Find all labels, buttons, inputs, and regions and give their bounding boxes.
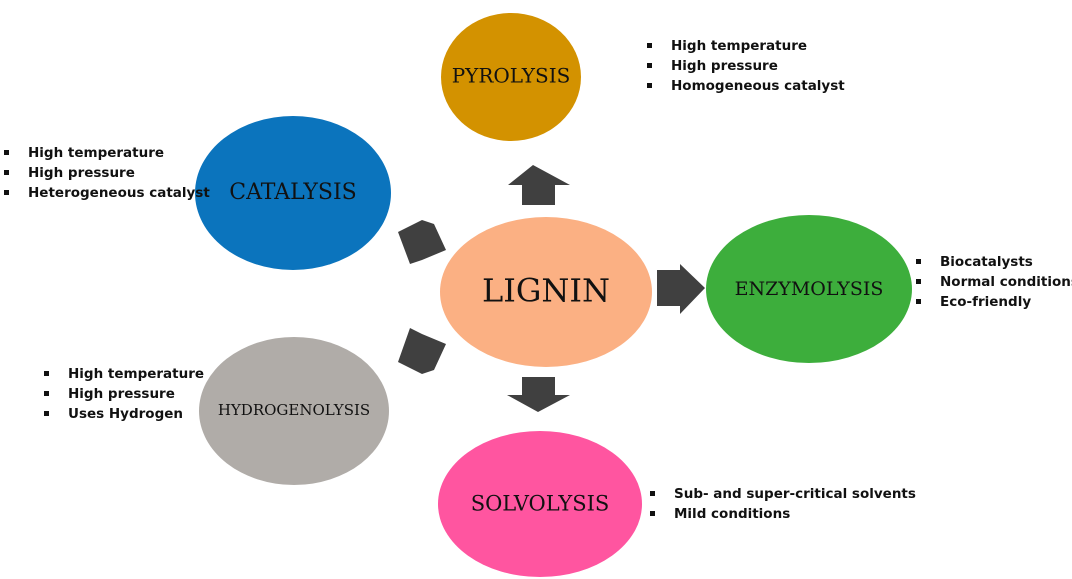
list-item: High temperature (0, 143, 210, 163)
catalysis-node (195, 116, 391, 270)
lignin-label: LIGNIN (482, 272, 610, 310)
list-item: Sub- and super-critical solvents (646, 484, 916, 504)
hydrogenolysis-conditions: High temperature High pressure Uses Hydr… (40, 364, 204, 424)
list-item: High pressure (40, 384, 204, 404)
arrow-to-enzymolysis (657, 264, 705, 314)
solvolysis-conditions: Sub- and super-critical solvents Mild co… (646, 484, 916, 524)
list-item: High temperature (40, 364, 204, 384)
hydrogenolysis-label: HYDROGENOLYSIS (218, 401, 370, 419)
pyrolysis-node (441, 13, 581, 141)
list-item: Eco-friendly (912, 292, 1072, 312)
list-item: Homogeneous catalyst (643, 76, 845, 96)
list-item: High temperature (643, 36, 845, 56)
solvolysis-label: SOLVOLYSIS (471, 492, 610, 516)
enzymolysis-node (706, 215, 912, 363)
lignin-node (440, 217, 652, 367)
list-item: High pressure (643, 56, 845, 76)
solvolysis-node (438, 431, 642, 577)
catalysis-conditions: High temperature High pressure Heterogen… (0, 143, 210, 203)
list-item: Heterogeneous catalyst (0, 183, 210, 203)
arrow-to-catalysis (398, 220, 446, 264)
arrow-to-solvolysis (507, 377, 570, 412)
list-item: Mild conditions (646, 504, 916, 524)
catalysis-label: CATALYSIS (229, 180, 356, 205)
arrows (398, 165, 705, 412)
list-item: Normal conditions (912, 272, 1072, 292)
arrow-to-hydrogenolysis (398, 328, 446, 374)
list-item: Uses Hydrogen (40, 404, 204, 424)
pyrolysis-label: PYROLYSIS (452, 64, 571, 88)
list-item: High pressure (0, 163, 210, 183)
arrow-to-pyrolysis (508, 165, 570, 205)
pyrolysis-conditions: High temperature High pressure Homogeneo… (643, 36, 845, 96)
hydrogenolysis-node (199, 337, 389, 485)
list-item: Biocatalysts (912, 252, 1072, 272)
enzymolysis-conditions: Biocatalysts Normal conditions Eco-frien… (912, 252, 1072, 312)
enzymolysis-label: ENZYMOLYSIS (735, 278, 884, 300)
